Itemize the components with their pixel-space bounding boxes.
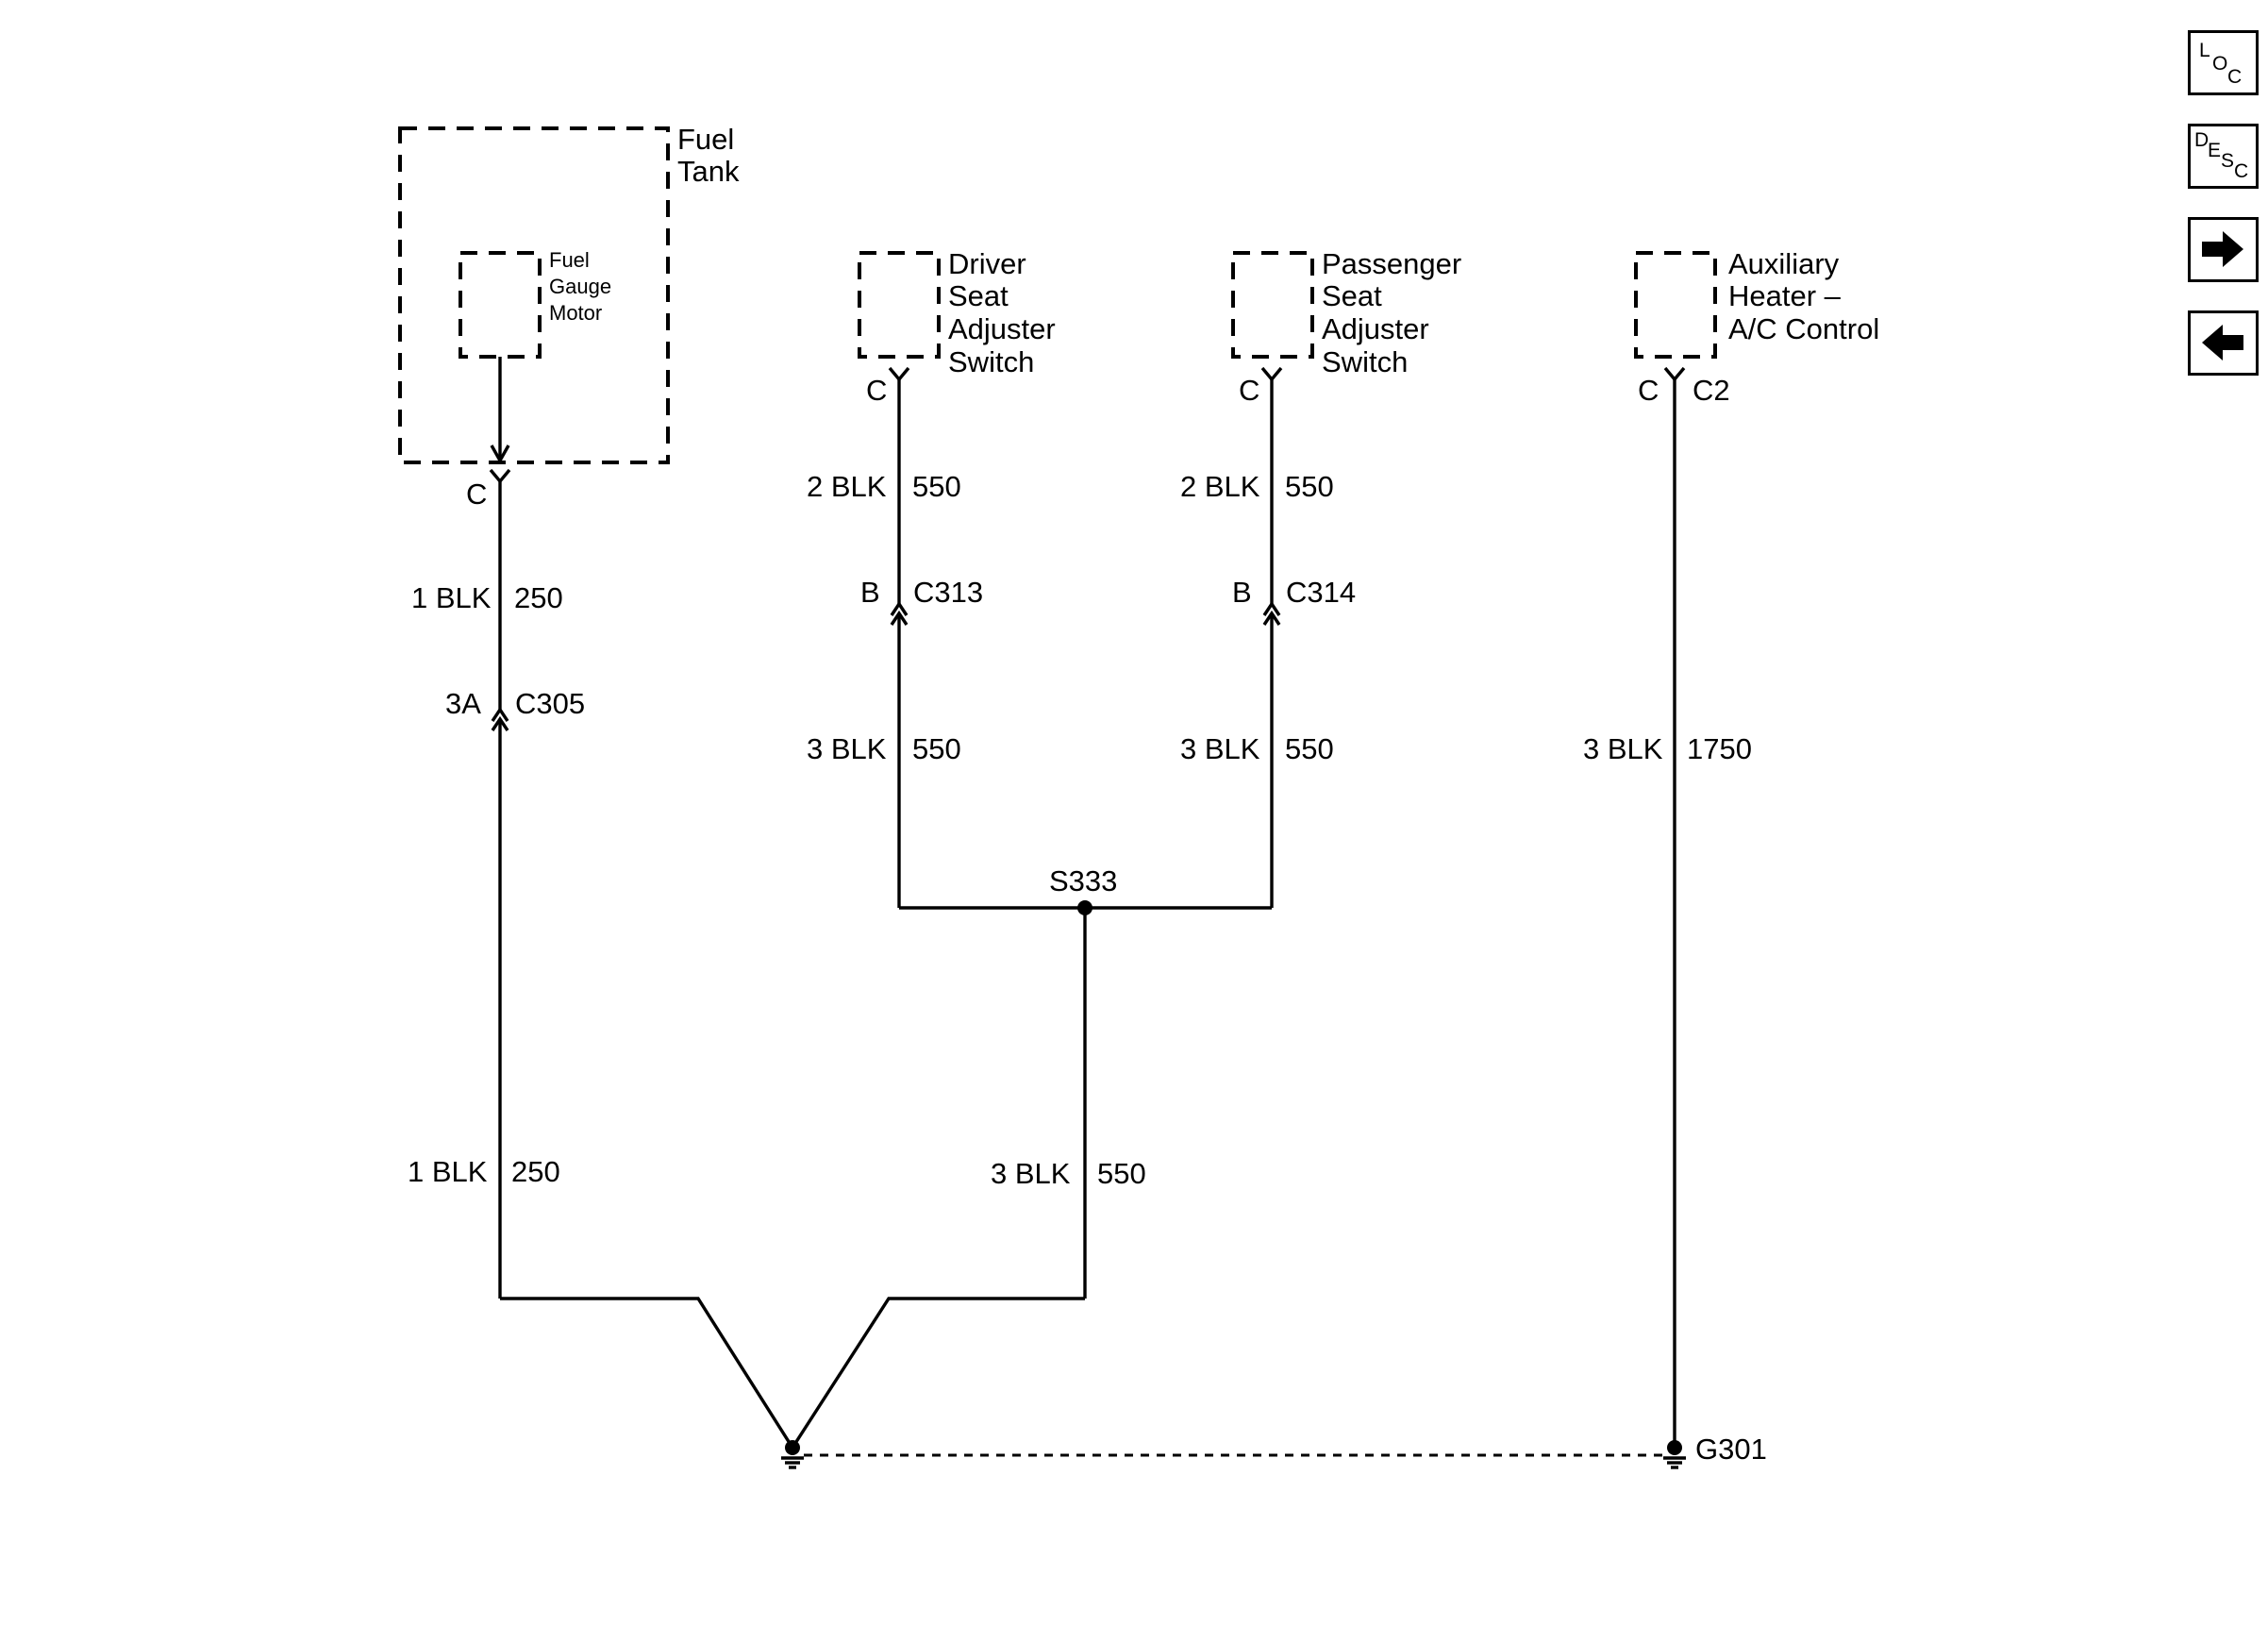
loc-char-o: O: [2212, 53, 2228, 75]
c305-connector-symbol-top: [491, 706, 509, 722]
ground-dot-right: [1667, 1440, 1682, 1455]
aux-heater-outline: [1634, 251, 1717, 359]
aux-connector-label: C2: [1693, 374, 1730, 407]
driver-pin-label: C: [866, 374, 887, 407]
aux-heater-label-1: Auxiliary: [1728, 247, 1840, 280]
desc-char-d: D: [2194, 129, 2210, 151]
c305-connector-symbol-bottom: [491, 715, 509, 731]
passenger-wire-top-gauge: 2 BLK: [1180, 470, 1260, 503]
fuel-gauge-motor-label-1: Fuel: [549, 248, 590, 272]
arrow-left-icon: [2202, 325, 2243, 360]
fuel-wire-bottom-circuit: 250: [511, 1155, 560, 1188]
c313-connector-symbol-top: [890, 600, 909, 616]
driver-seat-label-4: Switch: [948, 345, 1034, 378]
driver-seat-outline: [858, 251, 941, 359]
aux-heater-label-3: A/C Control: [1728, 312, 1879, 345]
splice-label: S333: [1049, 864, 1117, 897]
ground-dot-left: [785, 1440, 800, 1455]
splice-wire-circuit: 550: [1097, 1157, 1146, 1190]
c314-connector-symbol-top: [1262, 600, 1281, 616]
driver-wire-top-circuit: 550: [912, 470, 961, 503]
fuel-circuit: C 1 BLK 250 3A C305 1 BLK 250: [408, 468, 794, 1449]
loc-char-c: C: [2227, 66, 2243, 88]
aux-heater-circuit: C C2 3 BLK 1750: [1583, 366, 1752, 1448]
splice-wire-gauge: 3 BLK: [991, 1157, 1071, 1190]
fuel-pin-label: C: [466, 478, 487, 511]
passenger-wire-top-circuit: 550: [1285, 470, 1334, 503]
next-button[interactable]: [2188, 217, 2259, 282]
aux-heater-label-2: Heater –: [1728, 279, 1842, 312]
fuel-gauge-motor-label-3: Motor: [549, 301, 602, 325]
splice-wire-to-ground: [791, 1297, 1085, 1449]
fuel-wire-top-circuit: 250: [514, 581, 563, 614]
c305-pin-label: 3A: [445, 687, 481, 720]
splice-s333: S333 3 BLK 550: [791, 864, 1272, 1449]
driver-seat-circuit: C 2 BLK 550 B C313 3 BLK 550: [807, 366, 983, 908]
fuel-tank-label-2: Tank: [677, 155, 740, 188]
passenger-wire-bottom-gauge: 3 BLK: [1180, 732, 1260, 765]
fuel-wire-top-gauge: 1 BLK: [411, 581, 492, 614]
passenger-seat-label-3: Adjuster: [1322, 312, 1429, 345]
c313-pin-label: B: [860, 576, 880, 609]
passenger-wire-bottom-circuit: 550: [1285, 732, 1334, 765]
fuel-motor-arrow: [490, 444, 510, 464]
loc-char-l: L: [2199, 40, 2210, 61]
c313-connector-symbol-bottom: [890, 610, 909, 626]
aux-heater-ac-control: Auxiliary Heater – A/C Control: [1634, 247, 1879, 359]
driver-wire-bottom-circuit: 550: [912, 732, 961, 765]
fuel-tank-label-1: Fuel: [677, 123, 734, 156]
aux-pin-label: C: [1638, 374, 1659, 407]
aux-wire-circuit: 1750: [1687, 732, 1752, 765]
driver-seat-label-2: Seat: [948, 279, 1009, 312]
driver-wire-top-gauge: 2 BLK: [807, 470, 887, 503]
driver-seat-adjuster-switch: Driver Seat Adjuster Switch: [858, 247, 1056, 378]
c313-label: C313: [913, 576, 983, 609]
c314-pin-label: B: [1232, 576, 1252, 609]
prev-button[interactable]: [2188, 310, 2259, 376]
passenger-seat-outline: [1231, 251, 1314, 359]
c314-label: C314: [1286, 576, 1356, 609]
passenger-seat-label-1: Passenger: [1322, 247, 1461, 280]
driver-seat-label-1: Driver: [948, 247, 1026, 280]
desc-char-c: C: [2234, 160, 2249, 182]
ground-g301: G301: [781, 1433, 1767, 1469]
passenger-seat-circuit: C 2 BLK 550 B C314 3 BLK 550: [1180, 366, 1356, 908]
passenger-seat-label-4: Switch: [1322, 345, 1408, 378]
passenger-seat-label-2: Seat: [1322, 279, 1382, 312]
fuel-wire-to-ground: [500, 1297, 794, 1449]
fuel-tank-outline: [398, 126, 670, 464]
desc-char-e: E: [2208, 140, 2222, 161]
driver-seat-label-3: Adjuster: [948, 312, 1056, 345]
driver-wire-bottom-gauge: 3 BLK: [807, 732, 887, 765]
c314-connector-symbol-bottom: [1262, 610, 1281, 626]
arrow-right-icon: [2202, 231, 2243, 267]
aux-wire-gauge: 3 BLK: [1583, 732, 1663, 765]
loc-button[interactable]: L O C: [2188, 30, 2259, 95]
passenger-pin-label: C: [1239, 374, 1259, 407]
c305-label: C305: [515, 687, 585, 720]
fuel-gauge-motor-outline: [459, 251, 542, 359]
desc-char-s: S: [2221, 150, 2235, 172]
fuel-wire-bottom-gauge: 1 BLK: [408, 1155, 488, 1188]
ground-label: G301: [1695, 1433, 1767, 1466]
fuel-tank: Fuel Tank Fuel Gauge Motor: [398, 123, 740, 464]
passenger-seat-adjuster-switch: Passenger Seat Adjuster Switch: [1231, 247, 1461, 378]
desc-button[interactable]: D E S C: [2188, 124, 2259, 189]
fuel-gauge-motor-label-2: Gauge: [549, 275, 611, 298]
